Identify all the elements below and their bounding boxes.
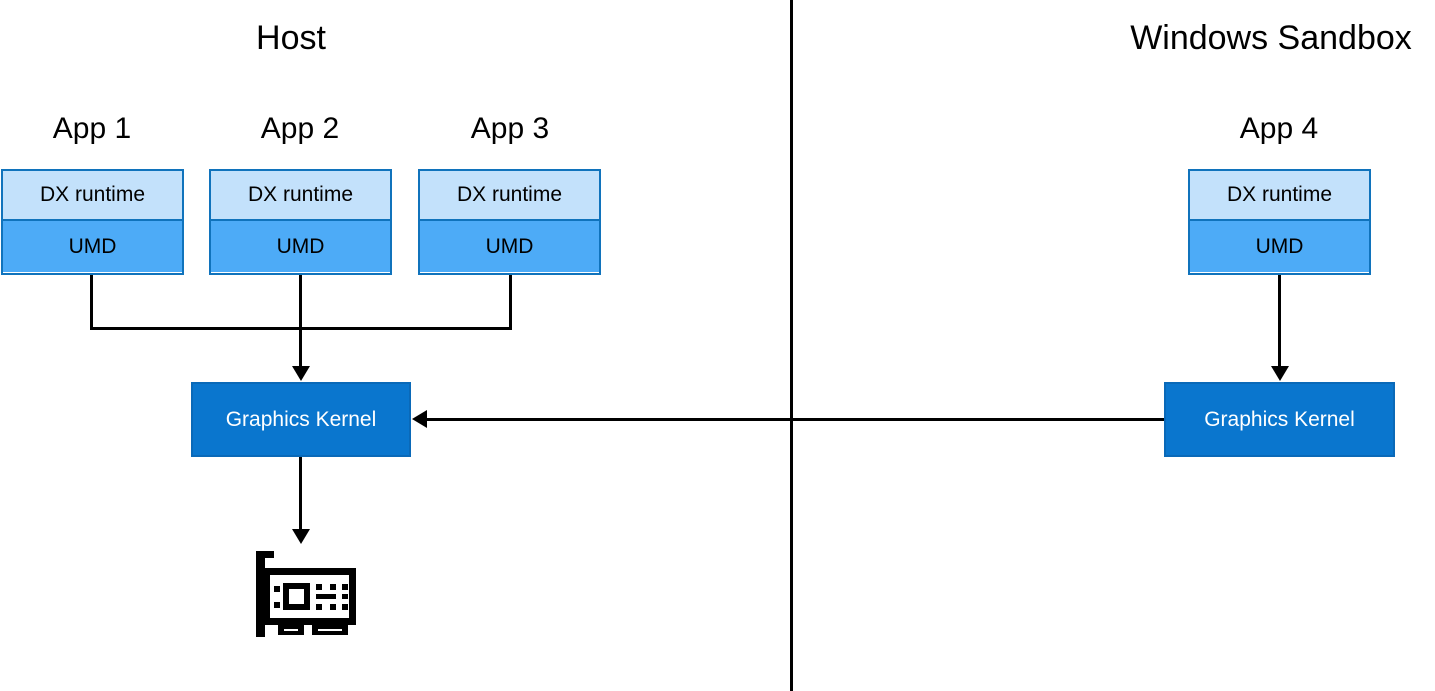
connector-app4-to-sandbox-kernel (1278, 275, 1281, 367)
layer-umd-app-3: UMD (420, 221, 599, 272)
connector-app3-vertical (509, 275, 512, 330)
graphics-kernel-sandbox[interactable]: Graphics Kernel (1164, 382, 1395, 457)
app-stack-app-4[interactable]: DX runtime UMD (1188, 169, 1371, 275)
connector-sandbox-kernel-to-host-kernel (426, 418, 1164, 421)
graphics-card-icon (252, 547, 360, 641)
layer-umd-app-1: UMD (3, 221, 182, 272)
arrowhead-into-gpu (292, 529, 310, 544)
app-stack-app-3[interactable]: DX runtime UMD (418, 169, 601, 275)
layer-umd-app-2: UMD (211, 221, 390, 272)
layer-umd-app-4: UMD (1190, 221, 1369, 272)
connector-app2-to-host-kernel (299, 275, 302, 367)
arrowhead-into-sandbox-kernel (1271, 366, 1289, 381)
layer-dx-runtime-app-2: DX runtime (211, 171, 390, 221)
app-title-app-2: App 2 (260, 112, 340, 145)
zone-title-host: Host (256, 19, 326, 57)
zone-title-windows-sandbox: Windows Sandbox (1130, 19, 1412, 57)
app-title-app-4: App 4 (1239, 112, 1319, 145)
connector-app1-vertical (90, 275, 93, 330)
app-stack-app-2[interactable]: DX runtime UMD (209, 169, 392, 275)
arrowhead-into-host-kernel (292, 366, 310, 381)
layer-dx-runtime-app-1: DX runtime (3, 171, 182, 221)
arrowhead-into-host-kernel-from-sandbox (412, 410, 427, 428)
connector-host-kernel-to-gpu (299, 457, 302, 530)
layer-dx-runtime-app-3: DX runtime (420, 171, 599, 221)
graphics-kernel-host[interactable]: Graphics Kernel (191, 382, 411, 457)
app-title-app-1: App 1 (52, 112, 132, 145)
layer-dx-runtime-app-4: DX runtime (1190, 171, 1369, 221)
app-title-app-3: App 3 (470, 112, 550, 145)
app-stack-app-1[interactable]: DX runtime UMD (1, 169, 184, 275)
host-sandbox-divider (790, 0, 793, 691)
